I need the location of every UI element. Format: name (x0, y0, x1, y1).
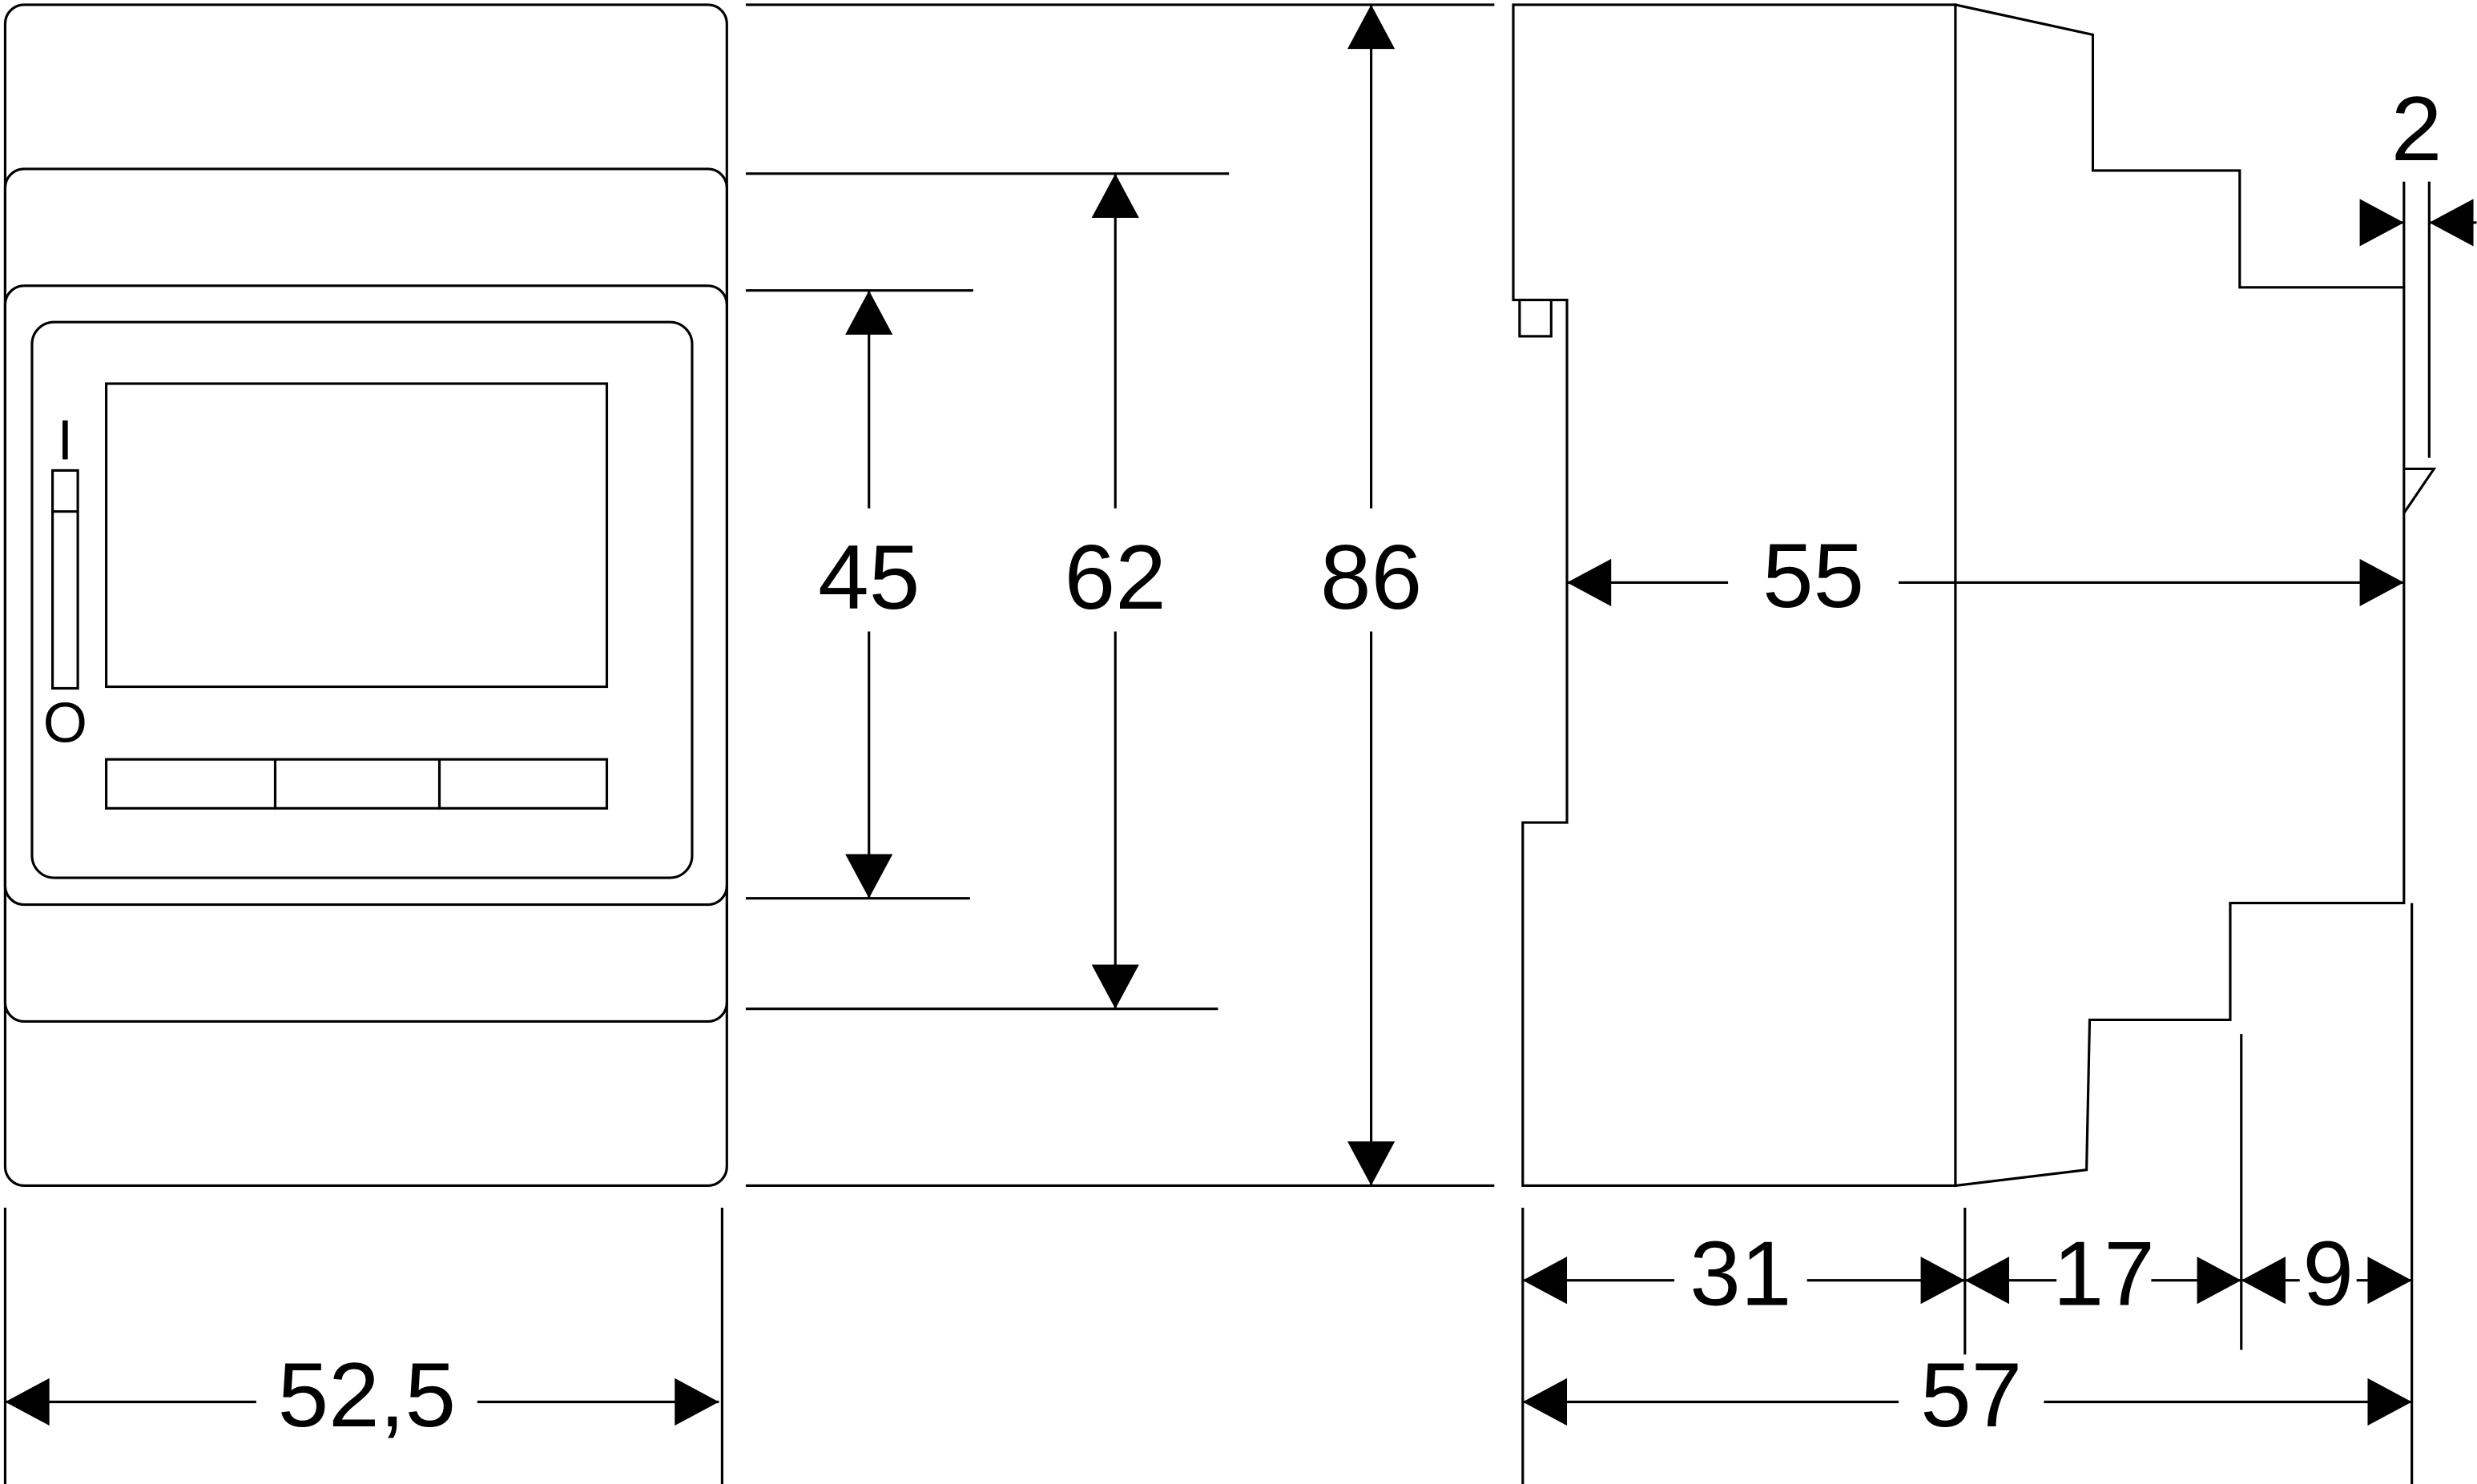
arrowhead-icon (1920, 1257, 1965, 1305)
arrowhead-icon (2367, 1377, 2412, 1426)
side-body-rear (1954, 2, 2406, 1188)
arrowhead-icon (2359, 558, 2404, 606)
dim-17: 17 (1964, 1223, 2241, 1325)
switch-slider (50, 469, 79, 690)
dim-17-label: 17 (2053, 1223, 2155, 1325)
dim-height-86: 86 (1320, 4, 1422, 1186)
side-body-front (1512, 3, 1957, 1188)
dim-9: 9 (2241, 1223, 2412, 1325)
switch-off-label: O (43, 691, 87, 754)
arrowhead-icon (2359, 199, 2404, 247)
dim-height-62: 62 (1065, 173, 1166, 1009)
dim-31: 31 (1522, 1223, 1965, 1325)
arrowhead-icon (845, 854, 893, 899)
dim-height-45-label: 45 (818, 527, 920, 629)
arrowhead-icon (1091, 173, 1139, 219)
dim-depth-55-label: 55 (1762, 525, 1864, 627)
arrowhead-icon (1347, 1141, 1396, 1186)
side-view (1512, 2, 2437, 1188)
arrowhead-icon (2197, 1257, 2241, 1305)
dim-31-label: 31 (1690, 1223, 1791, 1325)
arrowhead-icon (675, 1377, 719, 1426)
switch-on-label: I (57, 408, 73, 472)
arrowhead-icon (2367, 1257, 2412, 1305)
dim-57: 57 (1522, 1345, 2412, 1446)
height-extension-lines (745, 3, 1495, 1188)
din-rail-clip (2402, 467, 2437, 514)
dim-depth-55: 55 (1567, 525, 2404, 627)
arrowhead-icon (2241, 1257, 2286, 1305)
arrowhead-icon (1567, 558, 1612, 606)
arrowhead-icon (845, 290, 893, 335)
arrowhead-icon (1347, 4, 1396, 50)
dim-width-52-5: 52,5 (5, 1345, 719, 1446)
dim-57-label: 57 (1920, 1345, 2022, 1446)
arrowhead-icon (5, 1377, 50, 1426)
dimensions: 45 62 86 52,5 55 31 17 9 57 2 (5, 4, 2477, 1446)
arrowhead-icon (2429, 199, 2474, 247)
button-left (105, 758, 277, 810)
dim-width-52-5-label: 52,5 (278, 1345, 457, 1446)
dim-clip-2: 2 (2359, 78, 2477, 247)
arrowhead-icon (1522, 1377, 1568, 1426)
display-screen (105, 382, 609, 689)
dim-9-label: 9 (2302, 1223, 2354, 1325)
button-right (437, 758, 609, 810)
dim-height-45: 45 (818, 290, 920, 899)
front-view: I O (3, 3, 728, 1188)
button-middle (273, 758, 441, 810)
dim-height-62-label: 62 (1065, 527, 1166, 629)
arrowhead-icon (1091, 964, 1139, 1009)
arrowhead-icon (1964, 1257, 2009, 1305)
side-latch (1518, 298, 1553, 338)
dim-clip-2-label: 2 (2391, 78, 2443, 180)
dim-height-86-label: 86 (1320, 527, 1422, 629)
arrowhead-icon (1522, 1257, 1568, 1305)
